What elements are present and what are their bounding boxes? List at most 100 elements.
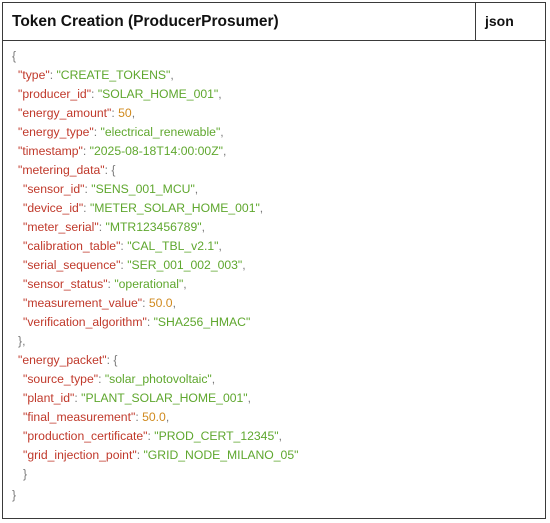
- json-key: "sensor_status": [23, 277, 108, 291]
- json-punctuation: }: [23, 467, 28, 481]
- code-line: "type": "CREATE_TOKENS",: [18, 66, 174, 85]
- json-string: "operational": [114, 277, 184, 291]
- json-key: "meter_serial": [23, 220, 99, 234]
- code-line: "device_id": "METER_SOLAR_HOME_001",: [23, 199, 263, 218]
- code-line: "sensor_status": "operational",: [23, 275, 187, 294]
- json-key: "sensor_id": [23, 182, 85, 196]
- json-punctuation: :: [111, 106, 119, 120]
- json-punctuation: :: [83, 201, 90, 215]
- json-punctuation: },: [18, 334, 26, 348]
- json-punctuation: ,: [194, 182, 199, 196]
- code-line: "producer_id": "SOLAR_HOME_001",: [18, 85, 222, 104]
- json-punctuation: :: [84, 182, 92, 196]
- json-punctuation: ,: [278, 429, 282, 443]
- json-code: {"type": "CREATE_TOKENS","producer_id": …: [3, 41, 545, 518]
- json-punctuation: :: [136, 448, 144, 462]
- json-punctuation: : {: [106, 353, 118, 367]
- json-punctuation: :: [93, 125, 101, 139]
- json-punctuation: ,: [218, 239, 222, 253]
- code-line: "serial_sequence": "SER_001_002_003",: [23, 256, 246, 275]
- language-label: json: [485, 13, 514, 29]
- json-punctuation: ,: [201, 220, 205, 234]
- code-block-title: Token Creation (ProducerProsumer): [12, 13, 279, 30]
- json-key: "source_type": [23, 372, 99, 386]
- code-line: "sensor_id": "SENS_001_MCU",: [23, 180, 198, 199]
- code-line: {: [12, 47, 16, 66]
- json-punctuation: :: [91, 87, 98, 101]
- code-block-header: Token Creation (ProducerProsumer) json: [3, 3, 545, 41]
- json-string: "SHA256_HMAC": [153, 315, 251, 329]
- json-key: "serial_sequence": [23, 258, 121, 272]
- json-key: "metering_data": [18, 163, 105, 177]
- json-string: "PROD_CERT_12345": [154, 429, 279, 443]
- code-line: "calibration_table": "CAL_TBL_v2.1",: [23, 237, 222, 256]
- json-key: "energy_amount": [18, 106, 112, 120]
- json-punctuation: :: [98, 372, 105, 386]
- json-string: "METER_SOLAR_HOME_001": [89, 201, 260, 215]
- json-key: "energy_packet": [18, 353, 107, 367]
- json-key: "verification_algorithm": [23, 315, 147, 329]
- code-line: "timestamp": "2025-08-18T14:00:00Z",: [18, 142, 226, 161]
- code-line: "energy_type": "electrical_renewable",: [18, 123, 224, 142]
- json-key: "production_certificate": [23, 429, 148, 443]
- code-line: "metering_data": {: [18, 161, 115, 180]
- json-key: "producer_id": [18, 87, 92, 101]
- code-line: "meter_serial": "MTR123456789",: [23, 218, 205, 237]
- json-punctuation: : {: [104, 163, 116, 177]
- json-number: 50.0: [142, 410, 166, 424]
- json-punctuation: ,: [172, 296, 176, 310]
- json-punctuation: :: [147, 429, 155, 443]
- code-line: "verification_algorithm": "SHA256_HMAC": [23, 313, 250, 332]
- json-punctuation: ,: [131, 106, 136, 120]
- json-number: 50: [118, 106, 132, 120]
- json-string: "GRID_NODE_MILANO_05": [143, 448, 299, 462]
- code-line: "source_type": "solar_photovoltaic",: [23, 370, 215, 389]
- json-key: "device_id": [23, 201, 84, 215]
- code-line: "production_certificate": "PROD_CERT_123…: [23, 427, 282, 446]
- json-punctuation: :: [98, 220, 106, 234]
- json-key: "grid_injection_point": [23, 448, 137, 462]
- json-punctuation: ,: [242, 258, 246, 272]
- code-line: },: [18, 332, 25, 351]
- json-string: "CAL_TBL_v2.1": [127, 239, 219, 253]
- json-string: "MTR123456789": [105, 220, 202, 234]
- json-punctuation: :: [107, 277, 115, 291]
- json-key: "plant_id": [23, 391, 75, 405]
- header-divider: [475, 3, 476, 40]
- json-punctuation: ,: [259, 201, 264, 215]
- json-number: 50.0: [148, 296, 173, 310]
- json-key: "type": [18, 68, 50, 82]
- json-string: "2025-08-18T14:00:00Z": [89, 144, 223, 158]
- json-string: "SER_001_002_003": [127, 258, 243, 272]
- json-punctuation: ,: [218, 87, 222, 101]
- code-line: "measurement_value": 50.0,: [23, 294, 176, 313]
- code-line: "energy_packet": {: [18, 351, 117, 370]
- json-string: "solar_photovoltaic": [104, 372, 212, 386]
- code-line: "energy_amount": 50,: [18, 104, 135, 123]
- json-string: "CREATE_TOKENS": [56, 68, 171, 82]
- json-key: "calibration_table": [23, 239, 121, 253]
- json-punctuation: ,: [211, 372, 216, 386]
- json-punctuation: :: [74, 391, 82, 405]
- json-punctuation: }: [12, 488, 17, 502]
- code-line: }: [23, 465, 27, 484]
- json-punctuation: ,: [220, 125, 224, 139]
- json-key: "energy_type": [18, 125, 94, 139]
- json-punctuation: {: [12, 49, 17, 63]
- json-punctuation: :: [120, 258, 128, 272]
- code-line: }: [12, 486, 16, 505]
- json-punctuation: :: [120, 239, 128, 253]
- json-punctuation: ,: [170, 68, 174, 82]
- json-punctuation: :: [82, 144, 90, 158]
- json-punctuation: ,: [222, 144, 227, 158]
- json-string: "SENS_001_MCU": [91, 182, 195, 196]
- json-string: "electrical_renewable": [100, 125, 221, 139]
- json-key: "measurement_value": [23, 296, 143, 310]
- code-block: Token Creation (ProducerProsumer) json {…: [2, 2, 546, 519]
- code-line: "grid_injection_point": "GRID_NODE_MILAN…: [23, 446, 298, 465]
- json-key: "timestamp": [18, 144, 83, 158]
- json-punctuation: ,: [165, 410, 170, 424]
- json-key: "final_measurement": [23, 410, 136, 424]
- json-punctuation: ,: [247, 391, 252, 405]
- code-line: "final_measurement": 50.0,: [23, 408, 169, 427]
